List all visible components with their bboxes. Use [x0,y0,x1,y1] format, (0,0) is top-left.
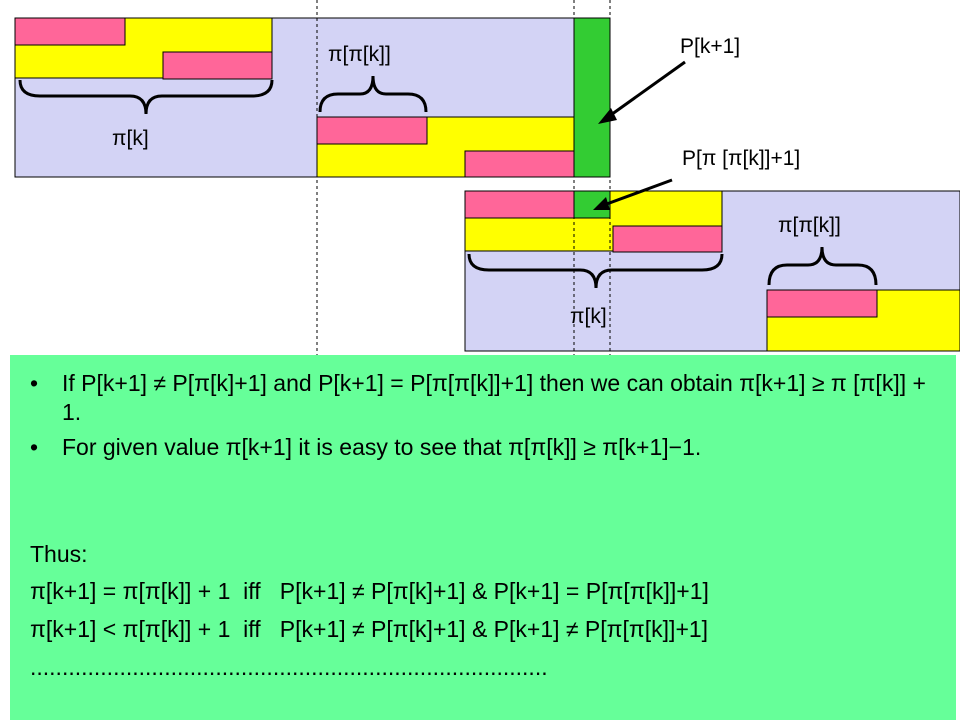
top-pink-block-2 [162,51,273,80]
bottom-pink-block-1 [464,190,576,219]
top-pink-block-4 [464,150,575,178]
bullet-list: • If P[k+1] ≠ P[π[k]+1] and P[k+1] = P[π… [30,369,950,468]
bullet-text-2: For given value π[k+1] it is easy to see… [62,434,702,460]
label-top-pi-k: π[k] [112,127,149,150]
bullet-item-2: • For given value π[k+1] it is easy to s… [30,433,950,462]
bottom-brace-pi-k [467,253,724,289]
label-p-k1: P[k+1] [680,35,741,58]
top-brace-pi-k [18,79,274,115]
top-green-column [573,17,611,178]
arrow-p-pi-pi-k1-head [593,197,610,210]
explanation-box: • If P[k+1] ≠ P[π[k]+1] and P[k+1] = P[π… [10,355,956,720]
top-brace-pi-pi-k [318,75,428,113]
bullet-dot: • [30,370,39,396]
arrow-p-k1 [607,60,686,119]
thus-label: Thus: [30,541,88,567]
condition-line-2: π[k+1] < π[π[k]] + 1 iff P[k+1] ≠ P[π[k]… [30,616,709,642]
arrow-p-pi-pi-k1 [603,178,673,207]
bottom-brace-pi-pi-k [767,246,878,286]
label-bottom-pi-k: π[k] [570,305,607,328]
bottom-pink-block-2 [612,225,723,253]
arrow-p-k1-head [598,108,617,124]
bottom-pink-block-3 [766,289,878,318]
top-pink-block-1 [14,17,126,46]
bullet-dot: • [30,434,39,460]
bullet-item-1: • If P[k+1] ≠ P[π[k]+1] and P[k+1] = P[π… [30,369,950,427]
label-top-pi-pi-k: π[π[k]] [328,43,391,66]
top-pink-block-3 [316,116,428,145]
bullet-text-1: If P[k+1] ≠ P[π[k]+1] and P[k+1] = P[π[π… [62,370,926,425]
label-p-pi-pi-k1: P[π [π[k]]+1] [682,147,801,170]
ellipsis-line: ........................................… [30,654,548,680]
label-bottom-pi-pi-k: π[π[k]] [778,214,841,237]
condition-line-1: π[k+1] = π[π[k]] + 1 iff P[k+1] ≠ P[π[k]… [30,578,709,604]
